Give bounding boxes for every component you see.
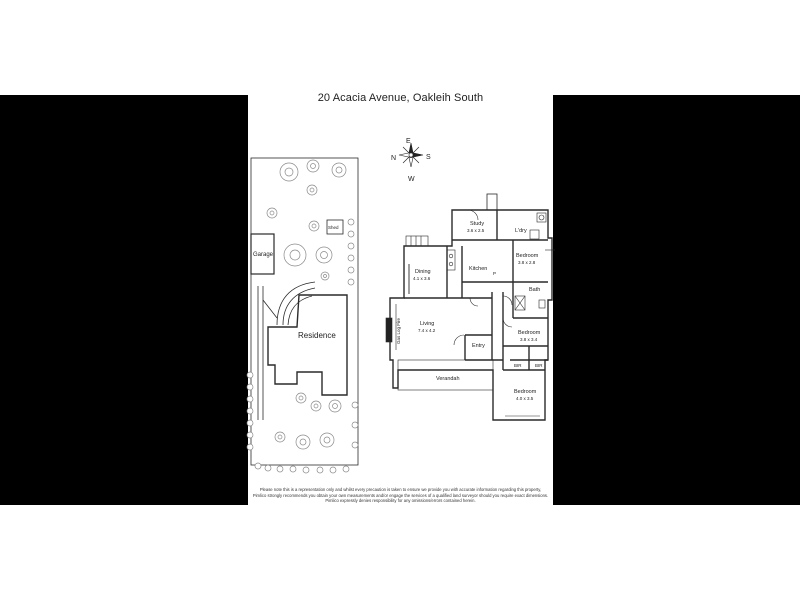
residence-outline [267, 294, 348, 396]
site-plan [250, 157, 359, 466]
room-study-label: Study [470, 221, 484, 227]
room-dining-label: Dining [415, 269, 431, 275]
disclaimer-line-3: Pimlico expressly denies responsibility … [325, 498, 476, 504]
room-dining-size: 4.1 x 3.6 [413, 276, 431, 281]
room-laundry-label: L'dry [515, 228, 527, 234]
room-bedroom1-label: Bedroom [516, 253, 539, 259]
room-bir-right-label: BIR [535, 363, 543, 368]
shed-outline [326, 219, 344, 235]
room-entry-label: Entry [472, 343, 485, 349]
compass-e-label: E [406, 138, 411, 145]
room-kitchen-label: Kitchen [469, 266, 487, 272]
room-bath-label: Bath [529, 287, 540, 293]
verandah-outline [397, 359, 494, 391]
room-living-size: 7.4 x 4.2 [418, 328, 436, 333]
page-title: 20 Acacia Avenue, Oakleih South [317, 92, 484, 104]
compass-n-label: N [391, 155, 396, 162]
disclaimer-line-1: Please note this is a representation onl… [259, 487, 542, 492]
compass-s-label: S [426, 154, 431, 161]
disclaimer: Please note this is a representation onl… [250, 487, 551, 504]
garage-outline [250, 233, 275, 275]
right-black-band [553, 95, 800, 505]
house-fixtures [385, 209, 555, 417]
compass-rose [398, 142, 424, 168]
room-study-size: 3.6 x 2.5 [467, 228, 485, 233]
room-verandah-label: Verandah [436, 376, 460, 382]
room-bedroom3-label: Bedroom [514, 389, 537, 395]
disclaimer-line-2: Pimlico strongly recommends you obtain y… [252, 492, 549, 498]
site-shed-label: Shed [328, 225, 339, 230]
site-boundary [250, 157, 359, 466]
left-black-band [0, 95, 248, 505]
room-bedroom3-size: 4.0 x 3.5 [516, 396, 534, 401]
site-trees [246, 159, 359, 474]
compass-w-label: W [408, 176, 415, 183]
site-garage-label: Garage [253, 252, 274, 258]
room-pantry-label: P [493, 271, 496, 276]
room-bedroom2-size: 3.8 x 3.4 [520, 337, 538, 342]
site-residence-label: Residence [298, 331, 336, 340]
room-bedroom2-label: Bedroom [518, 330, 541, 336]
room-bir-left-label: BIR [514, 363, 522, 368]
room-fireplace-label: Gas Log Fire [396, 317, 401, 344]
room-living-label: Living [420, 321, 434, 327]
room-bedroom1-size: 3.8 x 2.8 [518, 260, 536, 265]
